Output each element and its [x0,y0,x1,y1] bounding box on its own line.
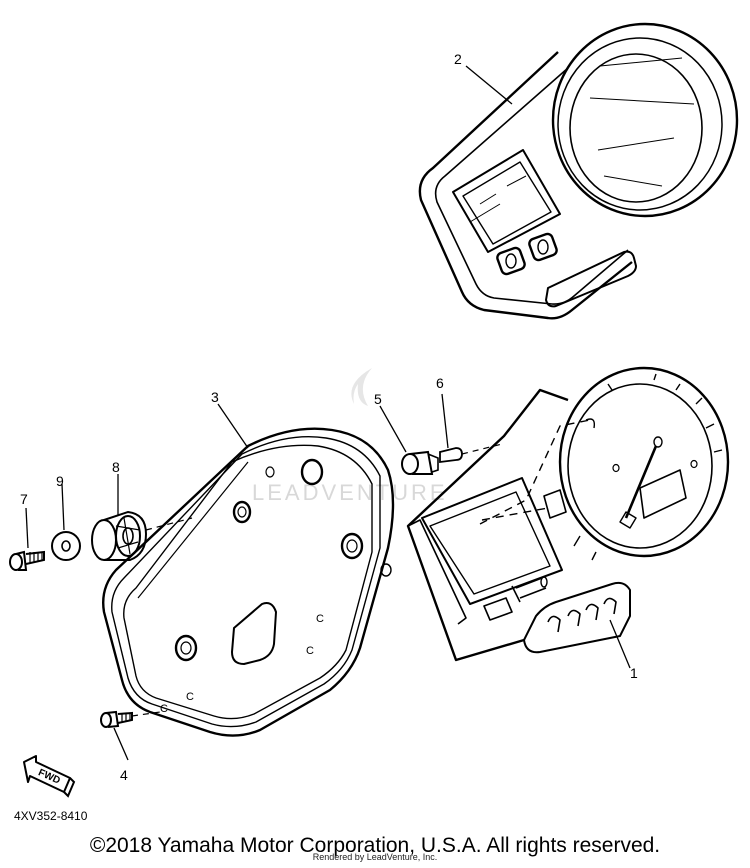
bulb-part-6[interactable] [439,447,463,464]
svg-text:C: C [306,645,314,657]
rendered-by-notice: Rendered by LeadVenture, Inc. [312,852,438,862]
damper-part-8[interactable] [91,510,148,561]
callout-5: 5 [374,391,382,407]
callout-1: 1 [630,665,638,681]
svg-text:C: C [160,703,168,715]
copyright-notice: ©2018 Yamaha Motor Corporation, U.S.A. A… [89,834,661,857]
screw-part-7[interactable] [9,550,45,571]
callout-9: 9 [56,473,64,489]
meter-assembly-part-1[interactable] [406,366,730,662]
assembly-lines [131,443,503,717]
callout-4: 4 [120,767,128,783]
callout-6: 6 [436,375,444,391]
svg-text:C: C [186,691,194,703]
leader-lines [25,65,631,761]
callout-3: 3 [211,389,219,405]
meter-case-part-3[interactable]: C C C C [102,427,395,737]
meter-cover-part-2[interactable] [418,22,739,320]
forward-direction-arrow: FWD [23,755,76,798]
screw-part-4[interactable] [100,710,133,728]
diagram-part-code: 4XV352-8410 [14,809,88,823]
callout-8: 8 [112,459,120,475]
watermark: LEADVENTURE [252,368,448,505]
bulb-socket-part-5[interactable] [401,450,439,475]
callout-7: 7 [20,491,28,507]
callout-labels: 1 2 3 4 5 6 7 8 9 [20,51,638,783]
washer-part-9[interactable] [51,531,81,561]
hidden-edges [479,419,591,525]
svg-text:C: C [316,613,324,625]
watermark-text: LEADVENTURE [252,480,448,505]
callout-2: 2 [454,51,462,67]
